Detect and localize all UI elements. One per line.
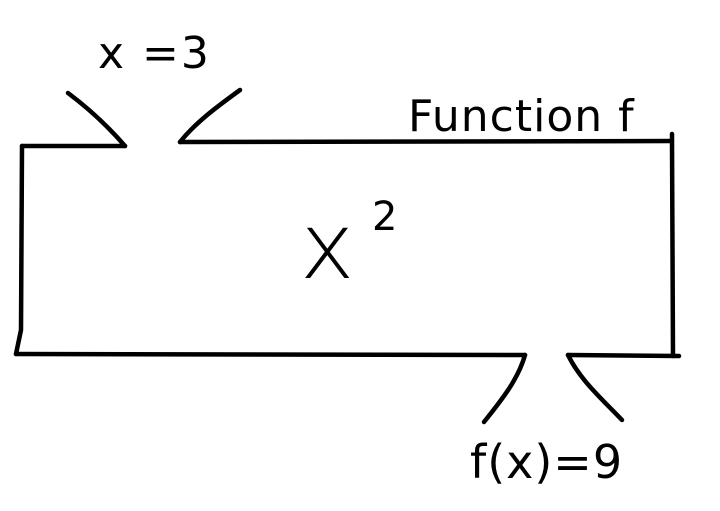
function-box-left-edge: [13, 143, 25, 357]
function-box-bottom-right-edge: [565, 352, 682, 359]
function-box-right-edge: [669, 131, 676, 359]
input-funnel-right-line: [177, 87, 243, 145]
function-rule-exponent: 2: [372, 194, 397, 240]
output-funnel-right-line: [565, 352, 625, 423]
output-funnel-left-line: [481, 352, 528, 425]
function-name-label: Function f: [408, 91, 635, 142]
input-funnel-left-line: [65, 90, 128, 149]
function-box-top-right-edge: [177, 138, 675, 145]
output-label: f(x)=9: [470, 435, 623, 489]
function-rule-base: x: [300, 193, 354, 300]
input-label: x =3: [98, 28, 211, 79]
function-box-bottom-left-edge: [13, 351, 528, 358]
